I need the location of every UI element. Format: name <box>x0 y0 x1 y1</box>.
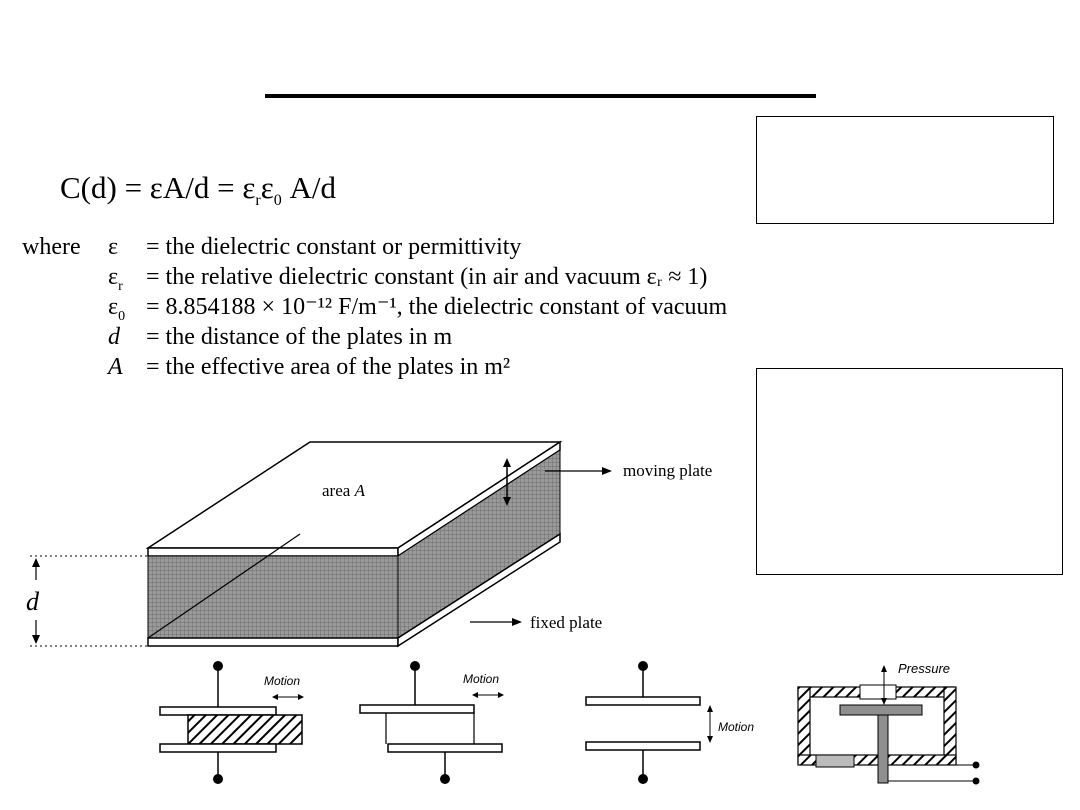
formula-sub-r: r <box>255 192 261 210</box>
fixed-plate-label: fixed plate <box>530 613 602 632</box>
motion-label-2: Motion <box>463 672 499 686</box>
where-label: where <box>22 234 81 260</box>
formula-lhs: C(d) <box>60 170 117 205</box>
annotation-box-middle <box>756 368 1063 575</box>
capacitance-formula: C(d) = εA/d = εrε0 A/d <box>60 170 336 210</box>
config-variable-gap: Motion <box>585 661 754 784</box>
definition-symbol: d <box>108 324 120 350</box>
definition-symbol: ε0 <box>108 294 126 324</box>
fixed-plate-front-edge <box>147 637 399 647</box>
definition-text: = 8.854188 × 10⁻¹² F/m⁻¹, the dielectric… <box>146 294 728 320</box>
formula-eq2: = ε <box>217 170 256 205</box>
title-underline <box>265 94 816 98</box>
annotation-box-top <box>756 116 1054 224</box>
formula-sub-0: 0 <box>273 192 282 210</box>
formula-mid: ε <box>260 170 274 205</box>
parallel-plate-capacitor-diagram: moving plate fixed plate area A d <box>26 440 712 648</box>
pressure-label: Pressure <box>898 661 950 676</box>
hidden-edge-line <box>147 533 301 639</box>
fixed-plate-side-edge <box>397 532 561 648</box>
definition-symbol: εr <box>108 264 123 294</box>
motion-label-3: Motion <box>718 720 754 734</box>
definition-text: = the dielectric constant or permittivit… <box>146 234 522 260</box>
definition-text: = the effective area of the plates in m² <box>146 354 511 380</box>
moving-plate-label: moving plate <box>623 461 712 480</box>
formula-eq1: = εA/d <box>124 170 210 205</box>
dielectric-front <box>147 555 399 639</box>
area-label: area A <box>322 481 366 500</box>
sensor-configurations: Motion Motion Motion <box>159 661 980 785</box>
motion-label-1: Motion <box>264 674 300 688</box>
d-label: d <box>26 587 40 616</box>
config-sliding-plate: Motion <box>359 661 504 784</box>
definition-text: = the relative dielectric constant (in a… <box>146 264 708 290</box>
config-pressure-sensor: Pressure <box>797 661 980 785</box>
definition-symbol: ε <box>108 234 119 260</box>
formula-tail: A/d <box>281 170 336 205</box>
config-sliding-dielectric: Motion <box>159 661 304 784</box>
definition-symbol: A <box>108 354 123 380</box>
definition-text: = the distance of the plates in m <box>146 324 453 350</box>
